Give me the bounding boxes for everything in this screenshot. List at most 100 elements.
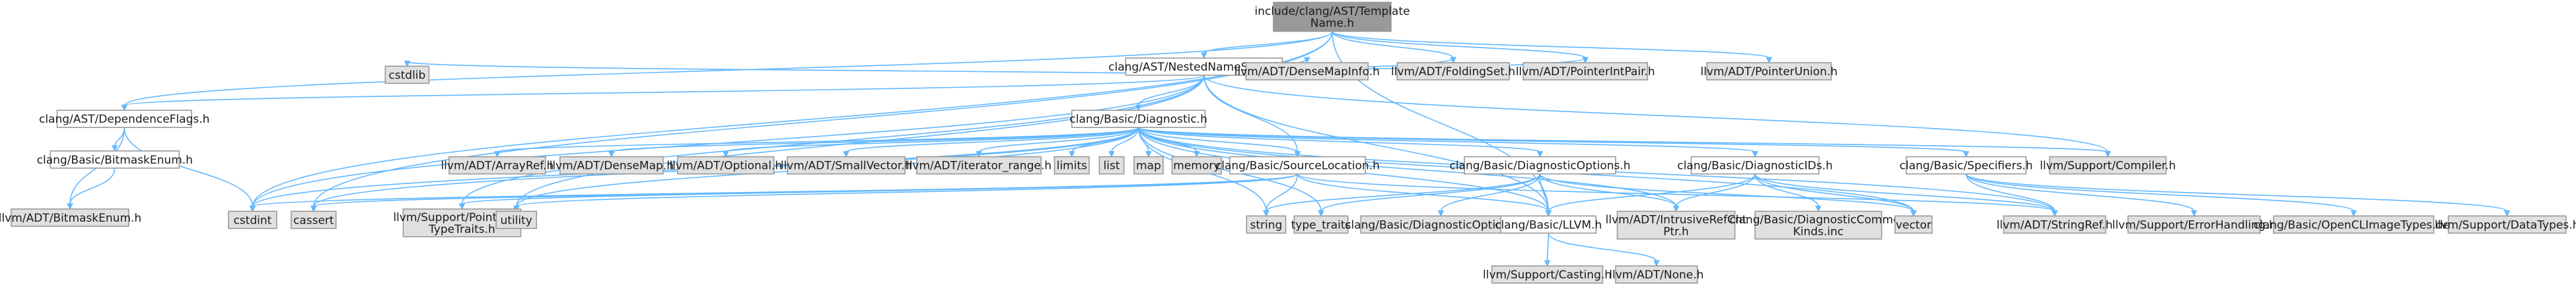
edge-nns-to-llvmh <box>1203 75 1550 212</box>
edge-diagids-to-intrusive <box>1675 174 1756 207</box>
node-label-map: map <box>1136 160 1161 173</box>
node-label-list: list <box>1103 160 1120 173</box>
node-pointerunion[interactable]: llvm/ADT/PointerUnion.h <box>1700 62 1838 80</box>
node-typetraits[interactable]: type_traits <box>1291 215 1351 234</box>
edge-arrowhead-diagids-to-llvmh <box>1545 210 1552 217</box>
node-optional[interactable]: llvm/ADT/Optional.h <box>669 156 782 175</box>
node-errorhandling[interactable]: llvm/Support/ErrorHandling.h <box>2112 215 2276 234</box>
edge-arrowhead-srcloc-to-cassert <box>310 205 317 212</box>
node-label-openclimage: clang/Basic/OpenCLImageTypes.def <box>2254 218 2454 232</box>
node-srcloc[interactable]: clang/Basic/SourceLocation.h <box>1215 156 1380 175</box>
node-limits[interactable]: limits <box>1054 156 1090 175</box>
edge-nns-to-srcloc <box>1203 75 1299 152</box>
node-diagids[interactable]: clang/Basic/DiagnosticIDs.h <box>1677 156 1833 175</box>
node-arrayref[interactable]: llvm/ADT/ArrayRef.h <box>441 156 554 175</box>
node-utility[interactable]: utility <box>495 210 538 230</box>
node-box-vector <box>1894 215 1933 234</box>
node-smallvector[interactable]: llvm/ADT/SmallVector.h <box>781 156 912 175</box>
node-diagnostic[interactable]: clang/Basic/Diagnostic.h <box>1069 110 1207 128</box>
node-label-intrusive: llvm/ADT/IntrusiveRefCnt <box>1606 213 1747 226</box>
node-memory[interactable]: memory <box>1171 156 1222 175</box>
node-box-diagopts <box>1464 156 1616 175</box>
node-label-arrayref: llvm/ADT/ArrayRef.h <box>441 160 554 173</box>
node-box-diagoptsdef <box>1360 215 1522 234</box>
node-diagoptsdef[interactable]: clang/Basic/DiagnosticOptions.def <box>1345 215 1538 234</box>
node-label-vector: vector <box>1896 218 1931 232</box>
node-label-diagnostic: clang/Basic/Diagnostic.h <box>1069 113 1207 126</box>
node-depflags[interactable]: clang/AST/DependenceFlags.h <box>39 110 209 128</box>
edge-arrowhead-diagnostic-to-list <box>1108 151 1115 158</box>
node-box-specifiers <box>1906 156 2027 175</box>
edge-diagopts-to-string <box>1266 174 1541 212</box>
edge-diagopts-to-diagoptsdef <box>1440 174 1541 212</box>
node-openclimage[interactable]: clang/Basic/OpenCLImageTypes.def <box>2254 215 2454 234</box>
node-label-srcloc: clang/Basic/SourceLocation.h <box>1215 160 1380 173</box>
node-box-typetraits <box>1293 215 1349 234</box>
edge-diagopts-to-typetraits <box>1320 174 1541 212</box>
node-diagopts[interactable]: clang/Basic/DiagnosticOptions.h <box>1449 156 1631 175</box>
edge-arrowhead-specifiers-to-datatypes <box>2503 210 2511 217</box>
edge-arrowhead-nns-to-cstdlib <box>404 60 411 67</box>
node-box-memory <box>1171 156 1222 175</box>
node-box-utility <box>495 210 538 230</box>
edge-nns-to-cstdint <box>252 75 1205 207</box>
node-cstdlib[interactable]: cstdlib <box>384 65 430 84</box>
node-compiler[interactable]: llvm/Support/Compiler.h <box>2040 156 2176 175</box>
node-label-cassert: cassert <box>293 214 334 227</box>
node-label-llvmh: clang/Basic/LLVM.h <box>1495 218 1602 232</box>
node-vector[interactable]: vector <box>1894 215 1933 234</box>
node-foldingset[interactable]: llvm/ADT/FoldingSet.h <box>1391 62 1515 80</box>
edge-root-to-depflags <box>124 31 1333 106</box>
node-label-depflags: clang/AST/DependenceFlags.h <box>39 113 209 126</box>
node-label-cstdlib: cstdlib <box>388 69 425 82</box>
node-densemap[interactable]: llvm/ADT/DenseMap.h <box>550 156 674 175</box>
node-label-datatypes: llvm/Support/DataTypes.h <box>2435 218 2576 232</box>
node-none[interactable]: llvm/ADT/None.h <box>1609 265 1703 284</box>
node-cassert[interactable]: cassert <box>291 210 337 230</box>
edge-arrowhead-diagnostic-to-diagopts <box>1536 151 1544 158</box>
node-stringref[interactable]: llvm/ADT/StringRef.h <box>1997 215 2113 234</box>
node-box-datatypes <box>2447 215 2567 234</box>
node-label-densemapinfo: llvm/ADT/DenseMapInfo.h <box>1234 65 1380 79</box>
edge-llvmh-to-none <box>1548 233 1657 262</box>
node-bitmaskenum[interactable]: clang/Basic/BitmaskEnum.h <box>37 150 193 169</box>
node-casting[interactable]: llvm/Support/Casting.h <box>1483 265 1612 284</box>
node-label-optional: llvm/ADT/Optional.h <box>669 160 782 173</box>
node-label-compiler: llvm/Support/Compiler.h <box>2040 160 2176 173</box>
node-box-foldingset <box>1396 62 1510 80</box>
edge-diagids-to-llvmh <box>1548 174 1756 212</box>
node-list[interactable]: list <box>1098 156 1125 175</box>
edge-specifiers-to-stringref <box>1965 174 2056 212</box>
node-llvmh[interactable]: clang/Basic/LLVM.h <box>1495 215 1602 234</box>
edge-arrowhead-diagids-to-diagcommon <box>1815 205 1822 212</box>
node-map[interactable]: map <box>1133 156 1164 175</box>
edge-arrowhead-diagnostic-to-compiler <box>2104 151 2112 158</box>
node-label-diagoptsdef: clang/Basic/DiagnosticOptions.def <box>1345 218 1538 232</box>
node-label-pointerunion: llvm/ADT/PointerUnion.h <box>1700 65 1838 79</box>
node-box-depflags <box>56 110 192 128</box>
node-label-ptrlike: TypeTraits.h <box>428 223 495 236</box>
node-llvmbitmask[interactable]: llvm/ADT/BitmaskEnum.h <box>0 208 141 227</box>
node-label-none: llvm/ADT/None.h <box>1609 269 1703 282</box>
node-specifiers[interactable]: clang/Basic/Specifiers.h <box>1900 156 2033 175</box>
node-iterrange[interactable]: llvm/ADT/iterator_range.h <box>906 156 1052 175</box>
edge-arrowhead-depflags-to-bitmaskenum <box>111 145 118 152</box>
edge-diagnostic-to-diagopts <box>1137 127 1541 153</box>
edge-arrowhead-root-to-pointerunion <box>1766 57 1773 64</box>
node-densemapinfo[interactable]: llvm/ADT/DenseMapInfo.h <box>1234 62 1380 80</box>
node-box-diagids <box>1690 156 1820 175</box>
edge-arrowhead-nns-to-densemapinfo <box>1304 57 1310 64</box>
node-cstdint[interactable]: cstdint <box>228 210 277 230</box>
node-label-casting: llvm/Support/Casting.h <box>1483 269 1612 282</box>
node-pointerintpair[interactable]: llvm/ADT/PointerIntPair.h <box>1516 62 1655 80</box>
node-datatypes[interactable]: llvm/Support/DataTypes.h <box>2435 215 2576 234</box>
node-string[interactable]: string <box>1246 215 1287 234</box>
node-label-utility: utility <box>501 214 532 227</box>
edge-arrowhead-srcloc-to-cstdint <box>249 205 256 212</box>
edge-diagnostic-to-diagids <box>1137 127 1756 153</box>
node-box-cstdint <box>228 210 277 230</box>
